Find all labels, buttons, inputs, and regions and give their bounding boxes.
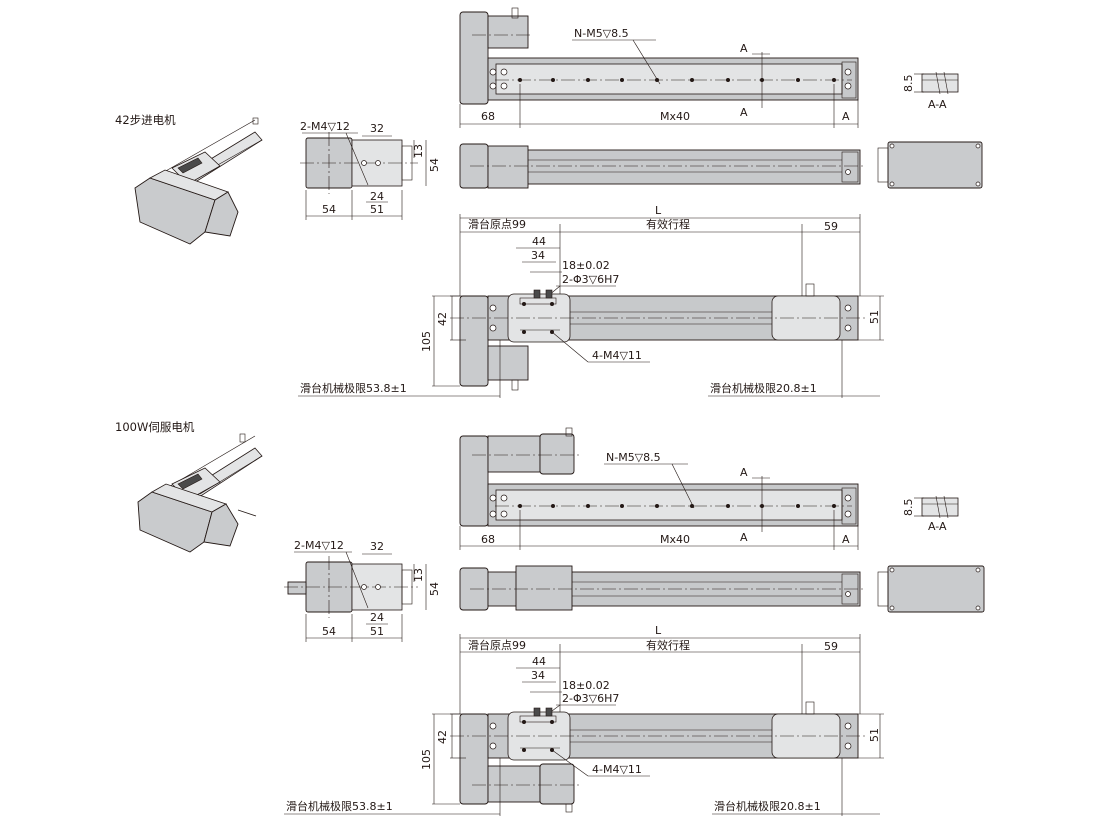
dim-pitch: Mx40 xyxy=(660,533,690,546)
pin-note: 2-Φ3▽6H7 xyxy=(562,692,619,705)
end-dim-32: 32 xyxy=(370,122,384,135)
top-view: N-M5▽8.5 A A 68 Mx40 A xyxy=(459,427,859,550)
product-illustration xyxy=(137,433,263,553)
side-view xyxy=(459,565,985,613)
aa-label: A-A xyxy=(928,98,947,111)
section-mark-top: A xyxy=(740,466,748,479)
section-mark-bottom: A xyxy=(740,531,748,544)
bottom-view: L 滑台原点99 有效行程 59 44 34 18±0.02 2-Φ3▽6H7 xyxy=(284,624,884,816)
dim-59: 59 xyxy=(824,640,838,653)
end-tap-note: 2-M4▽12 xyxy=(294,539,344,552)
section-stepper: 42步进电机 xyxy=(115,7,983,398)
tap-note: N-M5▽8.5 xyxy=(606,451,661,464)
aa-depth: 8.5 xyxy=(902,499,915,517)
bottom-view: L 滑台原点99 有效行程 59 44 34 18±0.02 2-Φ3▽6H7 xyxy=(298,204,884,398)
section-mark-top: A xyxy=(740,42,748,55)
end-dim-24: 24 xyxy=(370,611,384,624)
end-tap-note: 2-M4▽12 xyxy=(300,120,350,133)
section-title: 42步进电机 xyxy=(115,113,176,127)
dim-51: 51 xyxy=(868,310,881,324)
section-servo: 100W伺服电机 xyxy=(115,420,985,816)
section-aa: 8.5 A-A xyxy=(902,71,959,111)
dim-a: A xyxy=(842,110,850,123)
dim-59: 59 xyxy=(824,220,838,233)
dim-L: L xyxy=(655,624,662,637)
end-dim-24: 24 xyxy=(370,190,384,203)
end-view: 2-M4▽12 32 13 54 24 54 51 xyxy=(300,120,441,220)
dim-51: 51 xyxy=(868,728,881,742)
product-illustration xyxy=(134,117,263,245)
section-title: 100W伺服电机 xyxy=(115,420,195,434)
dim-18: 18±0.02 xyxy=(562,259,610,272)
section-mark-bottom: A xyxy=(740,106,748,119)
dim-a: A xyxy=(842,533,850,546)
end-dim-51: 51 xyxy=(370,625,384,638)
dim-L: L xyxy=(655,204,662,217)
origin-label: 滑台原点99 xyxy=(468,217,526,231)
stroke-label: 有效行程 xyxy=(646,638,690,652)
tap-note: N-M5▽8.5 xyxy=(574,27,629,40)
slider-tap: 4-M4▽11 xyxy=(592,763,642,776)
dim-105: 105 xyxy=(420,749,433,770)
end-dim-13: 13 xyxy=(412,144,425,158)
dim-105: 105 xyxy=(420,331,433,352)
dim-44: 44 xyxy=(532,235,546,248)
dim-68: 68 xyxy=(481,533,495,546)
limit-left: 滑台机械极限53.8±1 xyxy=(300,381,407,395)
end-dim-32: 32 xyxy=(370,540,384,553)
limit-left: 滑台机械极限53.8±1 xyxy=(286,799,393,813)
stroke-label: 有效行程 xyxy=(646,217,690,231)
end-dim-54: 54 xyxy=(322,625,336,638)
dim-44: 44 xyxy=(532,655,546,668)
end-dim-54v: 54 xyxy=(428,582,441,596)
side-view xyxy=(459,141,983,189)
dim-42: 42 xyxy=(436,730,449,744)
section-aa: 8.5 A-A xyxy=(902,495,959,533)
slider-tap: 4-M4▽11 xyxy=(592,349,642,362)
aa-depth: 8.5 xyxy=(902,75,915,93)
pin-note: 2-Φ3▽6H7 xyxy=(562,273,619,286)
dim-68: 68 xyxy=(481,110,495,123)
dim-42: 42 xyxy=(436,312,449,326)
dim-34: 34 xyxy=(531,669,545,682)
dim-pitch: Mx40 xyxy=(660,110,690,123)
end-dim-13: 13 xyxy=(412,568,425,582)
origin-label: 滑台原点99 xyxy=(468,638,526,652)
limit-right: 滑台机械极限20.8±1 xyxy=(714,799,821,813)
dim-34: 34 xyxy=(531,249,545,262)
end-dim-54v: 54 xyxy=(428,158,441,172)
dim-18: 18±0.02 xyxy=(562,679,610,692)
limit-right: 滑台机械极限20.8±1 xyxy=(710,381,817,395)
aa-label: A-A xyxy=(928,520,947,533)
top-view: N-M5▽8.5 A A 68 Mx40 A xyxy=(459,7,859,128)
end-dim-54: 54 xyxy=(322,203,336,216)
end-view: 2-M4▽12 32 13 54 24 54 51 xyxy=(284,539,441,642)
end-dim-51: 51 xyxy=(370,203,384,216)
